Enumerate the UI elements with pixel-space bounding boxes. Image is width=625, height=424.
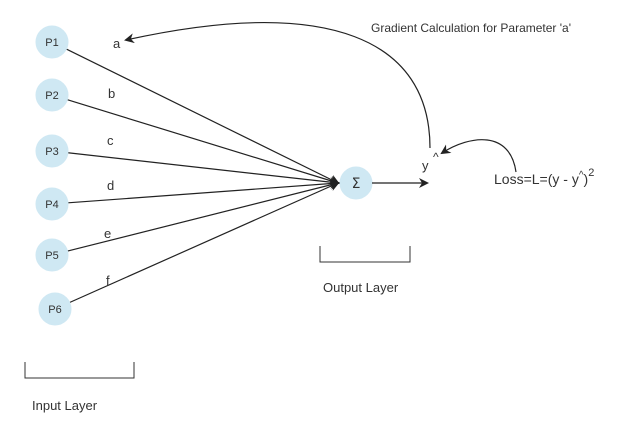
weight-label-a: a [113, 36, 121, 51]
input-node-circle [35, 238, 69, 272]
edge-p4 [67, 178, 340, 204]
sum-symbol: Σ [352, 176, 361, 192]
input-node-label: P5 [45, 250, 58, 262]
loss-arc [440, 139, 517, 173]
input-node-circle [35, 187, 69, 221]
loss-exponent: 2 [588, 167, 594, 179]
input-node-p4: P4 [35, 187, 69, 221]
input-node-p3: P3 [35, 134, 69, 168]
input-node-label: P2 [45, 90, 58, 102]
weight-edges [66, 48, 340, 304]
edge-p5 [67, 180, 340, 252]
weight-labels: a b c d e f [104, 36, 121, 288]
input-node-circle [35, 134, 69, 168]
input-node-p5: P5 [35, 238, 69, 272]
input-node-label: P4 [45, 199, 58, 211]
input-layer-label: Input Layer [32, 398, 98, 413]
loss-hat: ^ [579, 170, 584, 181]
loss-prefix: Loss=L=(y - y [494, 171, 579, 187]
output-layer-label: Output Layer [323, 280, 399, 295]
input-node-p2: P2 [35, 78, 69, 112]
input-node-label: P6 [48, 304, 61, 316]
input-node-circle [35, 25, 69, 59]
weight-label-d: d [107, 178, 114, 193]
weight-label-f: f [106, 273, 110, 288]
input-layer-bracket [24, 362, 135, 379]
weight-label-c: c [107, 133, 114, 148]
output-layer-bracket [319, 246, 411, 263]
weight-label-e: e [104, 226, 111, 241]
input-node-p6: P6 [38, 292, 72, 326]
edge-p1 [66, 48, 340, 184]
weight-label-b: b [108, 86, 115, 101]
output-y-label: y [422, 158, 429, 173]
input-node-circle [38, 292, 72, 326]
loss-suffix: ) [584, 171, 589, 187]
sum-node: Σ [339, 166, 373, 200]
input-node-label: P3 [45, 146, 58, 158]
diagram-title: Gradient Calculation for Parameter 'a' [371, 21, 571, 35]
edge-p3 [67, 152, 340, 188]
input-node-p1: P1 [35, 25, 69, 59]
loss-formula: Loss=L=(y - y^)2 [494, 167, 594, 187]
edge-p6 [69, 181, 340, 304]
input-node-circle [35, 78, 69, 112]
gradient-arc [124, 22, 431, 149]
output-y-hat: ^ [433, 150, 439, 164]
input-node-label: P1 [45, 37, 58, 49]
edge-p2 [67, 99, 340, 186]
